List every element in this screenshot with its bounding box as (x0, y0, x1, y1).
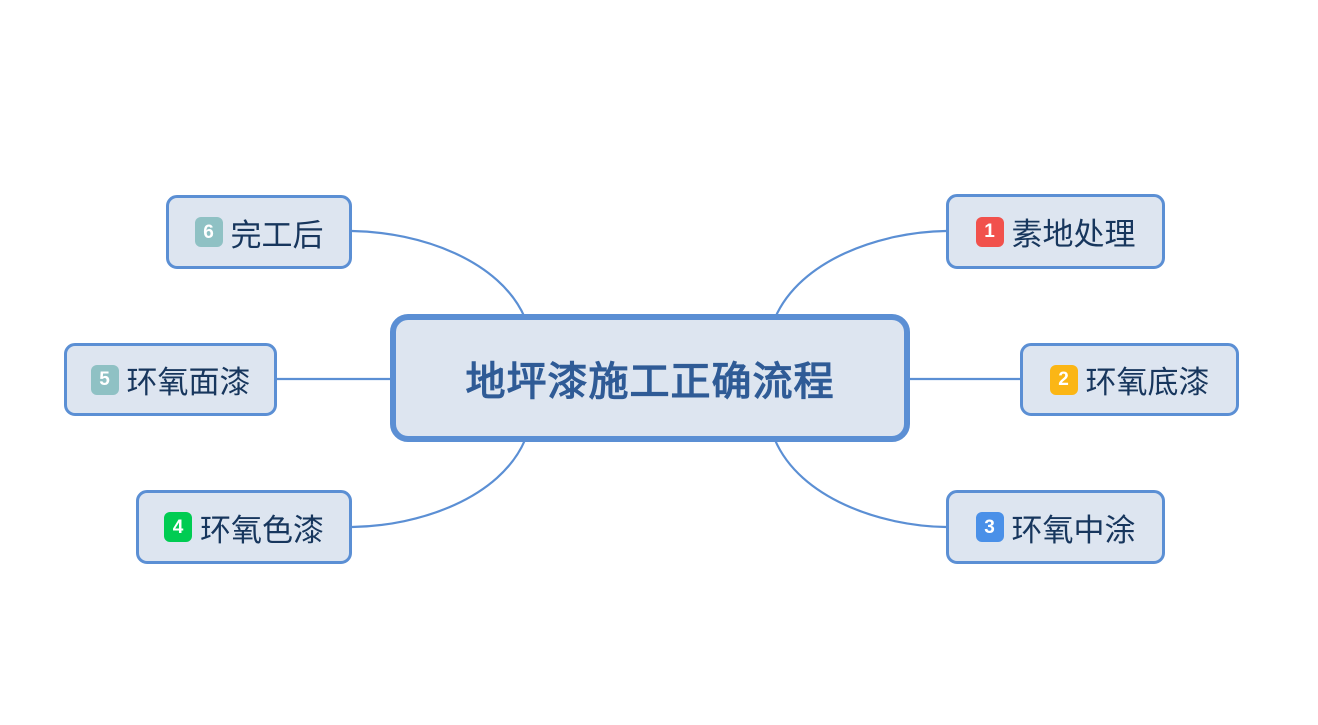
branch-node-4[interactable]: 4 环氧色漆 (136, 490, 352, 564)
branch-label-4: 环氧色漆 (200, 512, 324, 548)
branch-node-6[interactable]: 6 完工后 (166, 195, 352, 269)
branch-label-3: 环氧中涂 (1011, 512, 1136, 548)
branch-label-1: 素地处理 (1011, 217, 1136, 252)
connector-to-branch-1 (773, 229, 947, 319)
central-topic-node[interactable]: 地坪漆施工正确流程 (390, 314, 910, 442)
branch-label-5: 环氧面漆 (126, 365, 251, 400)
branch-badge-4: 4 (164, 512, 192, 542)
connector-to-branch-4 (351, 439, 527, 529)
branch-badge-6: 6 (194, 217, 223, 247)
branch-label-6: 完工后 (230, 217, 324, 253)
connector-to-branch-3 (773, 439, 947, 529)
branch-badge-2: 2 (1049, 364, 1078, 395)
branch-node-1[interactable]: 1 素地处理 (946, 194, 1165, 269)
branch-node-2[interactable]: 2 环氧底漆 (1020, 343, 1239, 416)
branch-badge-3: 3 (975, 512, 1004, 542)
branch-node-5[interactable]: 5 环氧面漆 (64, 343, 277, 416)
central-topic-label: 地坪漆施工正确流程 (465, 360, 835, 404)
connector-to-branch-6 (351, 229, 527, 319)
branch-node-3[interactable]: 3 环氧中涂 (946, 490, 1165, 564)
branch-label-2: 环氧底漆 (1085, 365, 1210, 400)
branch-badge-1: 1 (975, 216, 1004, 247)
branch-badge-5: 5 (90, 364, 119, 395)
